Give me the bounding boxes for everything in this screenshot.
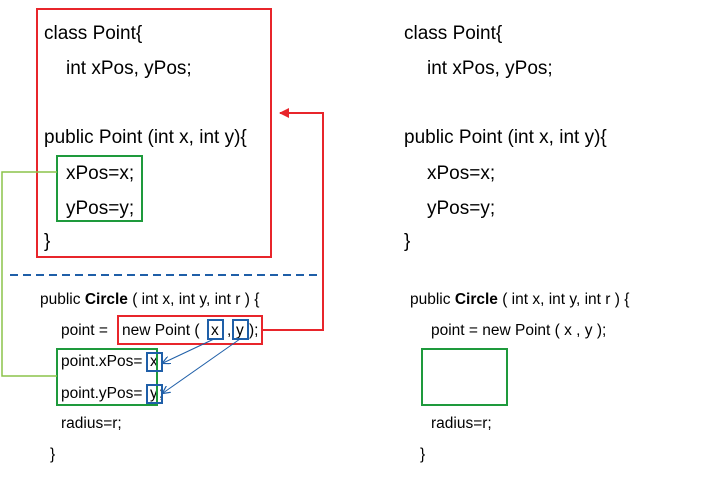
constructor-call-arrow <box>262 108 324 331</box>
left-radius-assign: radius=r; <box>61 415 122 432</box>
right-circle-name: Circle <box>454 291 498 308</box>
right-circle-params: ( int x, int y, int r ) { <box>497 291 630 308</box>
right-point-close-brace: } <box>404 231 411 252</box>
left-new-point-arg-y: y <box>236 322 244 339</box>
right-circle-close-brace: } <box>420 446 426 463</box>
left-set-xpos: point.xPos= <box>61 353 143 370</box>
left-assign-xpos: xPos=x; <box>66 163 135 184</box>
arg-y-highlight-box <box>232 319 249 340</box>
ypos-arg-highlight-box <box>146 384 163 404</box>
right-point-constructor: public Point (int x, int y){ <box>404 127 607 148</box>
left-point-class-header: class Point{ <box>44 23 143 44</box>
right-assign-ypos: yPos=y; <box>427 198 496 219</box>
left-point-constructor: public Point (int x, int y){ <box>44 127 247 148</box>
inlined-assignments-placeholder-box <box>421 348 508 406</box>
assignment-inline-connector <box>1 171 57 377</box>
left-set-ypos-arg: y <box>150 385 158 402</box>
arg-x-highlight-box <box>207 319 224 340</box>
left-point-fields: int xPos, yPos; <box>66 58 192 79</box>
left-new-point-arg-x: x <box>211 322 219 339</box>
arg-y-arrow <box>163 338 241 393</box>
left-set-xpos-arg: x <box>150 353 158 370</box>
left-circle-close-brace: } <box>50 446 56 463</box>
xpos-arg-highlight-box <box>146 352 163 372</box>
left-new-point-close: ); <box>249 322 259 339</box>
left-assign-ypos: yPos=y; <box>66 198 135 219</box>
left-point-assign-prefix: point = <box>61 322 113 339</box>
inlined-assignments-highlight-box <box>56 348 158 406</box>
left-new-point-comma: , <box>227 322 232 339</box>
left-point-close-brace: } <box>44 231 51 252</box>
left-new-point-call: new Point ( <box>122 322 200 339</box>
right-point-assign: point = new Point ( x , y ); <box>431 322 607 339</box>
left-circle-name: Circle <box>84 291 128 308</box>
point-class-highlight-box <box>36 8 272 258</box>
right-point-fields: int xPos, yPos; <box>427 58 553 79</box>
left-circle-public-keyword: public <box>40 291 85 308</box>
left-circle-signature: public Circle ( int x, int y, int r ) { <box>40 292 259 308</box>
left-circle-params: ( int x, int y, int r ) { <box>127 291 260 308</box>
right-assign-xpos: xPos=x; <box>427 163 496 184</box>
arg-x-arrow <box>163 338 215 363</box>
point-assignments-highlight-box <box>56 155 143 222</box>
right-radius-assign: radius=r; <box>431 415 492 432</box>
right-point-class-header: class Point{ <box>404 23 503 44</box>
left-set-ypos: point.yPos= <box>61 385 143 402</box>
right-circle-public-keyword: public <box>410 291 455 308</box>
right-circle-signature: public Circle ( int x, int y, int r ) { <box>410 292 629 308</box>
